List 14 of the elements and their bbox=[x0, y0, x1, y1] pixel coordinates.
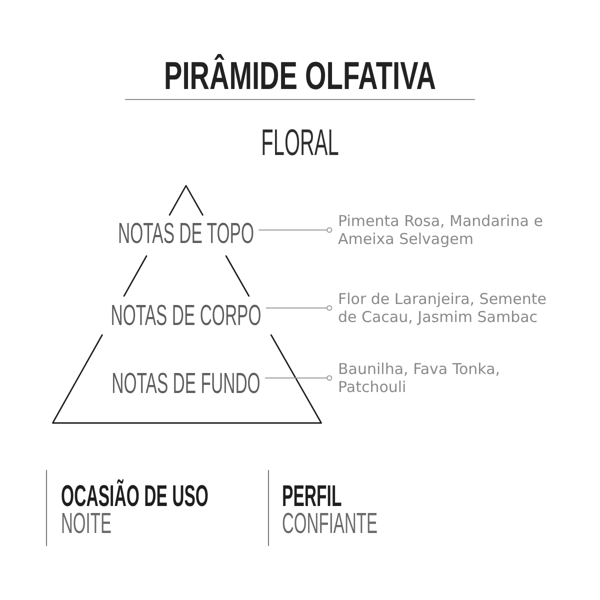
pyramid-outline bbox=[52, 185, 322, 424]
notes-text: Flor de Laranjeira, Semente de Cacau, Jasmim Sambac bbox=[332, 290, 560, 326]
info-value: CONFIANTE bbox=[282, 511, 378, 537]
leader-line bbox=[265, 305, 332, 311]
pyramid-level-label: NOTAS DE FUNDO bbox=[107, 370, 265, 399]
notes-text: Baunilha, Fava Tonka, Patchouli bbox=[332, 360, 560, 396]
info-heading: PERFIL bbox=[282, 483, 342, 511]
leader-line bbox=[264, 375, 332, 381]
leader-line bbox=[258, 227, 332, 233]
notes-text: Pimenta Rosa, Mandarina e Ameixa Selvagem bbox=[332, 212, 560, 248]
pyramid-level-label: NOTAS DE TOPO bbox=[113, 220, 259, 249]
info-value: NOITE bbox=[61, 511, 112, 537]
pyramid-level-label: NOTAS DE CORPO bbox=[106, 302, 266, 331]
subtitle: FLORAL bbox=[261, 124, 339, 161]
